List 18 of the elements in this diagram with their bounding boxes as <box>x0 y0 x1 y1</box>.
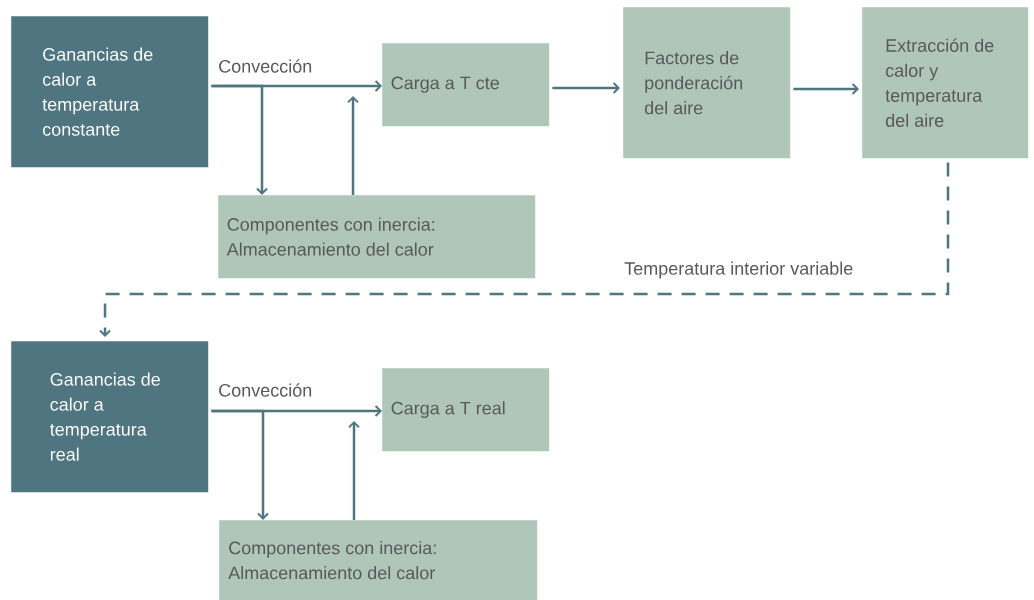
heat-gain-box: Ganancias de calor a temperatura constante <box>11 16 209 168</box>
process-box: Carga a T real <box>382 368 550 452</box>
process-box: Factores de ponderación del aire <box>623 7 791 159</box>
edge-label: Temperatura interior variable <box>623 260 855 280</box>
arrow <box>348 421 360 520</box>
arrow <box>793 83 859 95</box>
arrow <box>211 409 269 520</box>
process-box: Componentes con inercia: Almacenamiento del calor <box>218 195 536 279</box>
arrow <box>347 96 359 195</box>
process-box: Carga a T cte <box>382 43 550 127</box>
edge-label: Convección <box>217 382 314 398</box>
arrow <box>552 82 620 94</box>
process-box: Extracción de calor y temperatura del aire <box>862 7 1029 159</box>
process-box: Componentes con inercia: Almacenamiento del calor <box>219 520 538 600</box>
arrow <box>211 84 268 195</box>
edge-label: Convección <box>217 58 314 74</box>
arrow <box>99 162 950 337</box>
heat-gain-box: Ganancias de calor a temperatura real <box>11 341 209 493</box>
